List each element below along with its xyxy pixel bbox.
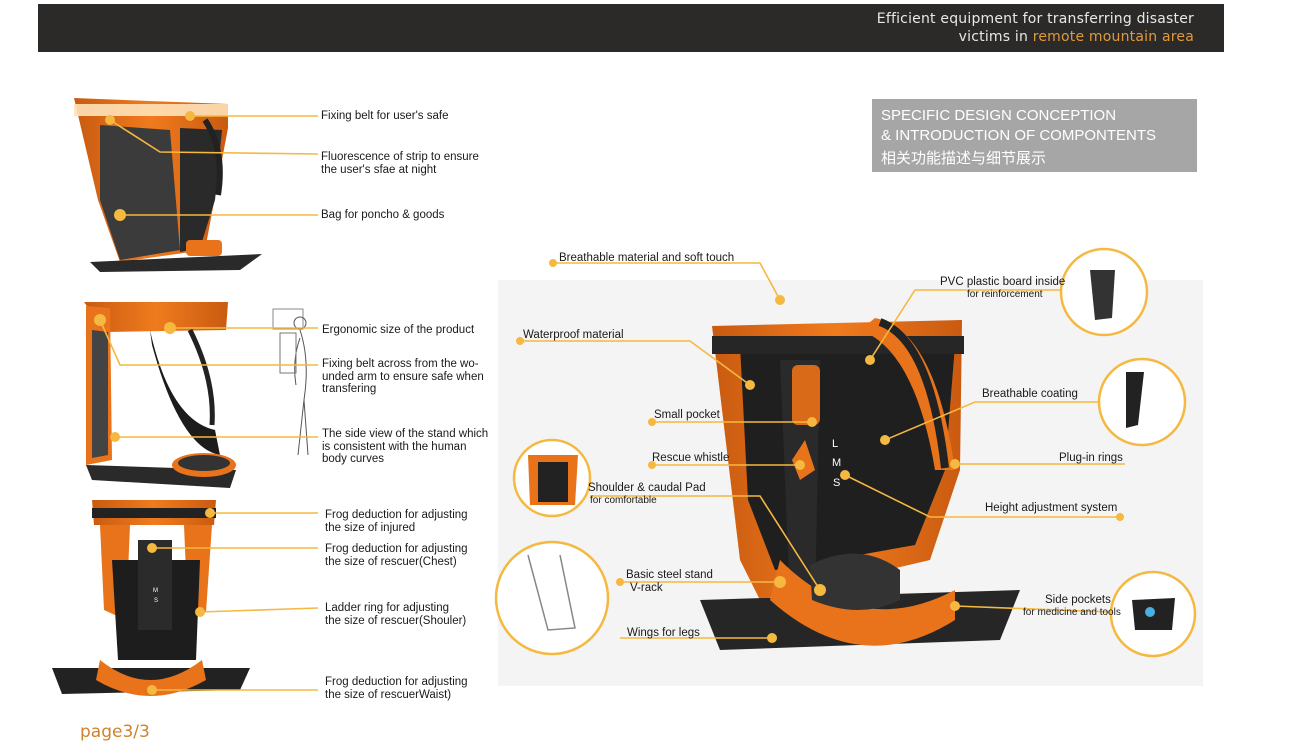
label-bag: Bag for poncho & goods <box>321 209 444 222</box>
label-frog-injured: Frog deduction for adjusting the size of… <box>325 509 468 534</box>
label-fixing-across-line3: transfering <box>322 383 377 395</box>
label-fluorescence-line2: the user's sfae at night <box>321 163 437 176</box>
label-frog-chest-line2: the size of rescuer(Chest) <box>325 555 457 568</box>
label-wings: Wings for legs <box>627 627 700 640</box>
label-frog-chest: Frog deduction for adjusting the size of… <box>325 543 468 568</box>
label-steel-stand: Basic steel stand V-rack <box>626 569 713 594</box>
label-frog-chest-line1: Frog deduction for adjusting <box>325 543 468 555</box>
label-waterproof: Waterproof material <box>523 329 624 342</box>
label-fixing-across: Fixing belt across from the wo- unded ar… <box>322 358 484 396</box>
label-shoulder-pad: Shoulder & caudal Pad for comfortable <box>588 482 706 507</box>
label-side-pockets-text: Side pockets <box>1045 594 1111 606</box>
label-ladder-ring-line1: Ladder ring for adjusting <box>325 602 450 614</box>
label-ladder-ring-line2: the size of rescuer(Shouler) <box>325 614 467 627</box>
label-frog-waist-line2: the size of rescuerWaist) <box>325 688 452 701</box>
header-title-line2: victims in remote mountain area <box>959 29 1194 45</box>
bag-front-view <box>52 500 250 696</box>
page-number: page3/3 <box>80 722 150 742</box>
label-frog-injured-line1: Frog deduction for adjusting <box>325 509 468 521</box>
label-side-view: The side view of the stand which is cons… <box>322 428 488 466</box>
label-wings-text: Wings for legs <box>627 627 700 639</box>
label-fluorescence-line1: Fluorescence of strip to ensure <box>321 151 479 163</box>
size-s: S <box>833 477 840 489</box>
label-small-pocket: Small pocket <box>654 409 720 422</box>
label-fixing-belt-text: Fixing belt for user's safe <box>321 110 449 122</box>
bag-side-view <box>84 302 309 488</box>
label-pvc-sub: for reinforcement <box>967 288 1043 300</box>
label-breathable-material: Breathable material and soft touch <box>559 252 734 265</box>
label-fixing-across-line1: Fixing belt across from the wo- <box>322 358 479 370</box>
label-fixing-across-line2: unded arm to ensure safe when <box>322 370 484 383</box>
small-size-s: S <box>154 598 158 604</box>
label-height-adjust: Height adjustment system <box>985 502 1117 515</box>
label-fluorescence: Fluorescence of strip to ensure the user… <box>321 151 479 176</box>
label-breathable-coating: Breathable coating <box>982 388 1078 401</box>
detail-images <box>527 270 1175 631</box>
label-small-pocket-text: Small pocket <box>654 409 720 421</box>
label-bag-text: Bag for poncho & goods <box>321 209 445 221</box>
main-product-view <box>498 280 1203 686</box>
label-waterproof-text: Waterproof material <box>523 329 624 341</box>
label-steel-stand-text: Basic steel stand <box>626 569 713 581</box>
concept-line2: & INTRODUCTION OF COMPONTENTS <box>881 127 1156 144</box>
label-height-adjust-text: Height adjustment system <box>985 502 1118 514</box>
left-leader-dots <box>94 111 215 695</box>
label-rescue-whistle-text: Rescue whistle <box>652 452 730 464</box>
label-side-view-line1: The side view of the stand which <box>322 428 489 440</box>
label-breathable-coating-text: Breathable coating <box>982 388 1078 400</box>
label-shoulder-pad-text: Shoulder & caudal Pad <box>588 482 706 494</box>
header-title-accent: remote mountain area <box>1032 29 1194 45</box>
label-frog-injured-line2: the size of injured <box>325 521 416 534</box>
label-side-view-line3: body curves <box>322 453 385 465</box>
small-size-m: M <box>153 588 158 594</box>
label-shoulder-pad-sub: for comfortable <box>590 494 657 506</box>
size-letters: L M S M S <box>153 438 841 604</box>
label-side-pockets: Side pockets for medicine and tools <box>1023 594 1121 619</box>
label-pvc: PVC plastic board inside for reinforceme… <box>940 276 1065 301</box>
label-fixing-belt: Fixing belt for user's safe <box>321 110 448 123</box>
header-bar: Efficient equipment for transferring dis… <box>38 4 1224 52</box>
header-title-prefix: victims in <box>958 29 1033 45</box>
concept-box: SPECIFIC DESIGN CONCEPTION & INTRODUCTIO… <box>872 99 1197 172</box>
right-leader-lines <box>520 262 1125 639</box>
label-side-view-line2: is consistent with the human <box>322 440 467 453</box>
size-l: L <box>832 438 838 450</box>
concept-line3: 相关功能描述与细节展示 <box>881 150 1047 167</box>
label-ergonomic-text: Ergonomic size of the product <box>322 324 475 336</box>
left-leader-lines <box>99 115 319 691</box>
label-rescue-whistle: Rescue whistle <box>652 452 729 465</box>
label-breathable-material-text: Breathable material and soft touch <box>559 252 735 264</box>
right-leader-dots <box>516 259 1124 643</box>
label-plugin-rings: Plug-in rings <box>1059 452 1123 465</box>
size-m: M <box>832 457 841 469</box>
label-pvc-text: PVC plastic board inside <box>940 276 1066 288</box>
label-side-pockets-sub: for medicine and tools <box>1023 606 1121 618</box>
header-title-line1: Efficient equipment for transferring dis… <box>876 11 1194 27</box>
label-ladder-ring: Ladder ring for adjusting the size of re… <box>325 602 466 627</box>
label-steel-stand-sub: V-rack <box>630 581 663 594</box>
bag-back-view <box>74 98 262 272</box>
label-frog-waist-line1: Frog deduction for adjusting <box>325 676 468 688</box>
label-frog-waist: Frog deduction for adjusting the size of… <box>325 676 468 701</box>
label-ergonomic: Ergonomic size of the product <box>322 324 474 337</box>
concept-line1: SPECIFIC DESIGN CONCEPTION <box>881 107 1117 124</box>
label-plugin-rings-text: Plug-in rings <box>1059 452 1123 464</box>
